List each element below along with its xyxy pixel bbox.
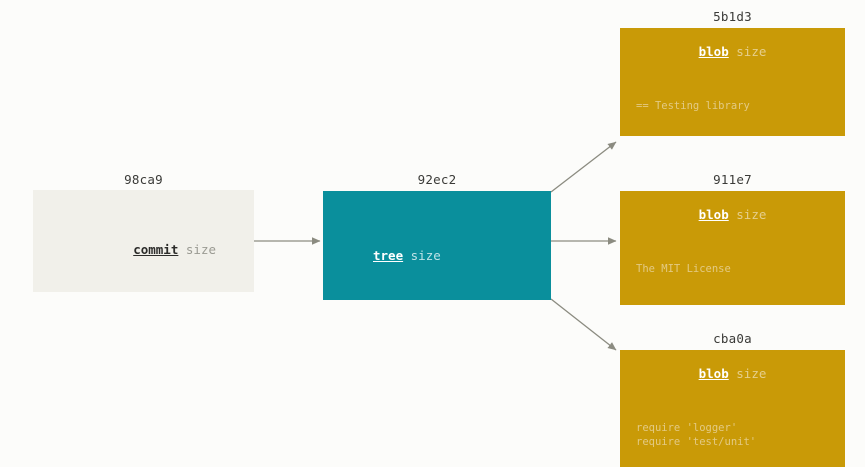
node-commit-98ca9[interactable]: 98ca9 commit size tree 92ec2 author Scot…: [33, 172, 254, 292]
node-tree-92ec2[interactable]: 92ec2 tree size blob 5b1d3 README blob 9…: [323, 172, 551, 300]
node-commit-title: 98ca9: [124, 172, 163, 187]
node-blob-license-box: blob size The MIT License Copyright (c) …: [620, 191, 845, 305]
tree-key: tree: [373, 248, 404, 263]
blob-paragraph: require 'logger' require 'test/unit': [636, 422, 757, 448]
commit-key: commit: [133, 242, 179, 257]
node-commit-box: commit size tree 92ec2 author Scott comm…: [33, 190, 254, 292]
blob-test-content: require 'logger' require 'test/unit' cla…: [620, 395, 845, 467]
blob-key: blob: [698, 44, 729, 59]
blob-key: blob: [698, 207, 729, 222]
node-blob-cba0a[interactable]: cba0a blob size require 'logger' require…: [620, 331, 845, 467]
blob-paragraph: The MIT License: [636, 263, 731, 275]
blob-license-content: The MIT License Copyright (c) 2008 Scott…: [620, 236, 845, 305]
blob-key: blob: [698, 366, 729, 381]
node-tree-box: tree size blob 5b1d3 README blob 911e7 L…: [323, 191, 551, 300]
node-blob-test-box: blob size require 'logger' require 'test…: [620, 350, 845, 467]
node-blob-readme-box: blob size == Testing library This librar…: [620, 28, 845, 136]
blob-paragraph: == Testing library: [636, 100, 750, 112]
blob-size: size: [736, 366, 767, 381]
commit-field-list: commit size tree 92ec2 author Scott comm…: [33, 206, 254, 292]
node-blob-test-title: cba0a: [713, 331, 752, 346]
commit-row: commit size: [33, 241, 216, 259]
blob-size: size: [736, 207, 767, 222]
node-blob-5b1d3[interactable]: 5b1d3 blob size == Testing library This …: [620, 9, 845, 136]
blob-readme-content: == Testing library This library is used …: [620, 73, 845, 136]
node-blob-license-title: 911e7: [713, 172, 752, 187]
tree-name: size: [410, 248, 441, 263]
commit-value: size: [185, 242, 216, 257]
node-blob-readme-title: 5b1d3: [713, 9, 752, 24]
tree-entry-list: tree size blob 5b1d3 README blob 911e7 L…: [323, 211, 551, 300]
node-blob-911e7[interactable]: 911e7 blob size The MIT License Copyrigh…: [620, 172, 845, 305]
blob-test-header: blob size: [620, 366, 845, 381]
edge-tree-to-blob-readme: [550, 141, 617, 193]
edge-tree-to-blob-test: [550, 298, 617, 351]
blob-readme-header: blob size: [620, 44, 845, 59]
blob-size: size: [736, 44, 767, 59]
node-tree-title: 92ec2: [417, 172, 457, 187]
tree-row: tree size: [373, 247, 551, 265]
blob-license-header: blob size: [620, 207, 845, 222]
